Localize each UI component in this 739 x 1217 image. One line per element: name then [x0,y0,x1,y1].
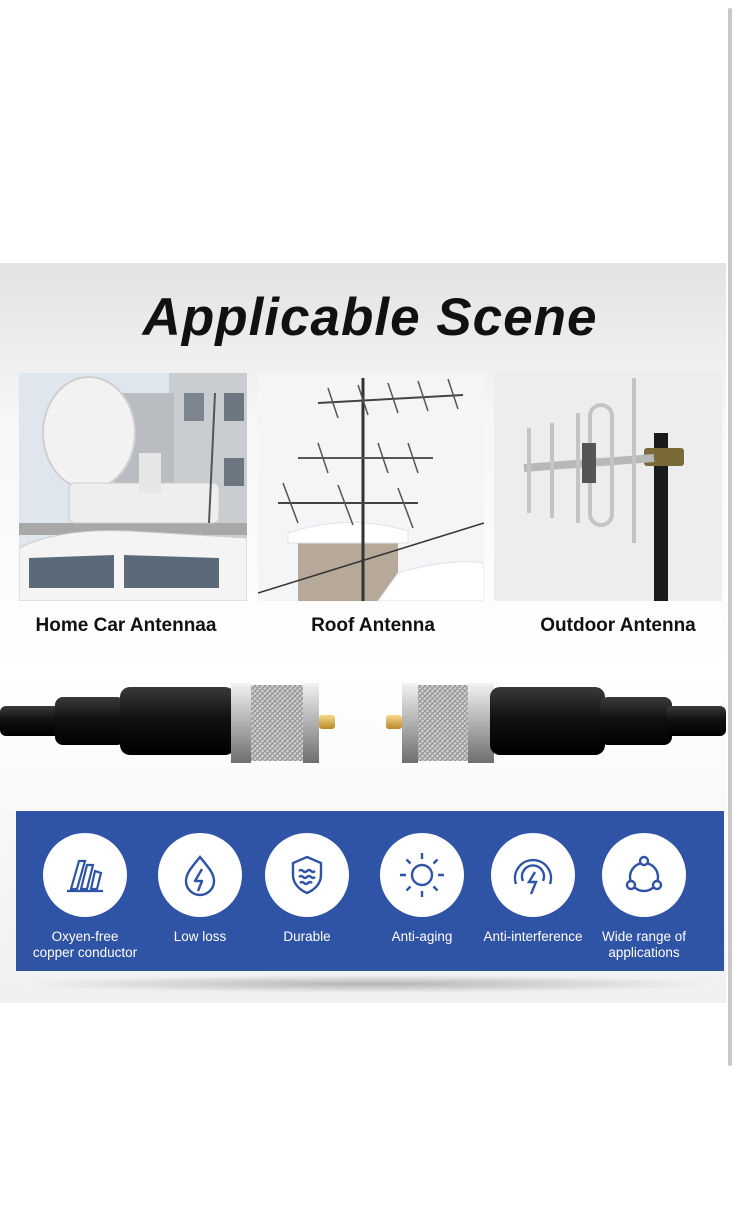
product-banner: Applicable Scene [0,263,726,1003]
scene-label-roof: Roof Antenna [311,615,435,636]
photo-roof-antenna [258,373,484,601]
feature-wide-range: Wide range of applications [589,833,699,961]
copper-wires-icon [67,859,103,893]
sun-icon [400,853,444,897]
feature-label: Oxyen-free copper conductor [32,929,138,960]
feature-low-loss: Low loss [145,833,255,945]
photo-outdoor-antenna [494,373,722,601]
photo-home-car-antenna [19,373,247,601]
feature-copper-conductor: Oxyen-free copper conductor [30,833,140,961]
feature-anti-interference: Anti-interference [478,833,588,945]
uhf-connectors-image [0,671,726,786]
feature-label: Durable [283,929,331,944]
features-shadow [20,975,720,993]
scene-label-home-car: Home Car Antennaa [35,615,217,636]
features-bar: Oxyen-free copper conductor Low loss Dur… [16,811,724,971]
signal-lightning-icon [513,858,553,895]
lightning-drop-icon [184,855,216,897]
network-circle-icon [625,855,663,893]
banner-title: Applicable Scene [142,288,598,347]
feature-label: Anti-interference [483,929,583,944]
scene-label-outdoor: Outdoor Antenna [540,615,696,636]
feature-label: Wide range of applications [601,929,687,960]
feature-anti-aging: Anti-aging [367,833,477,945]
feature-durable: Durable [252,833,362,945]
shield-waves-icon [291,855,323,895]
feature-label: Anti-aging [391,929,453,944]
feature-label: Low loss [173,929,227,944]
scrollbar[interactable] [728,8,732,1066]
